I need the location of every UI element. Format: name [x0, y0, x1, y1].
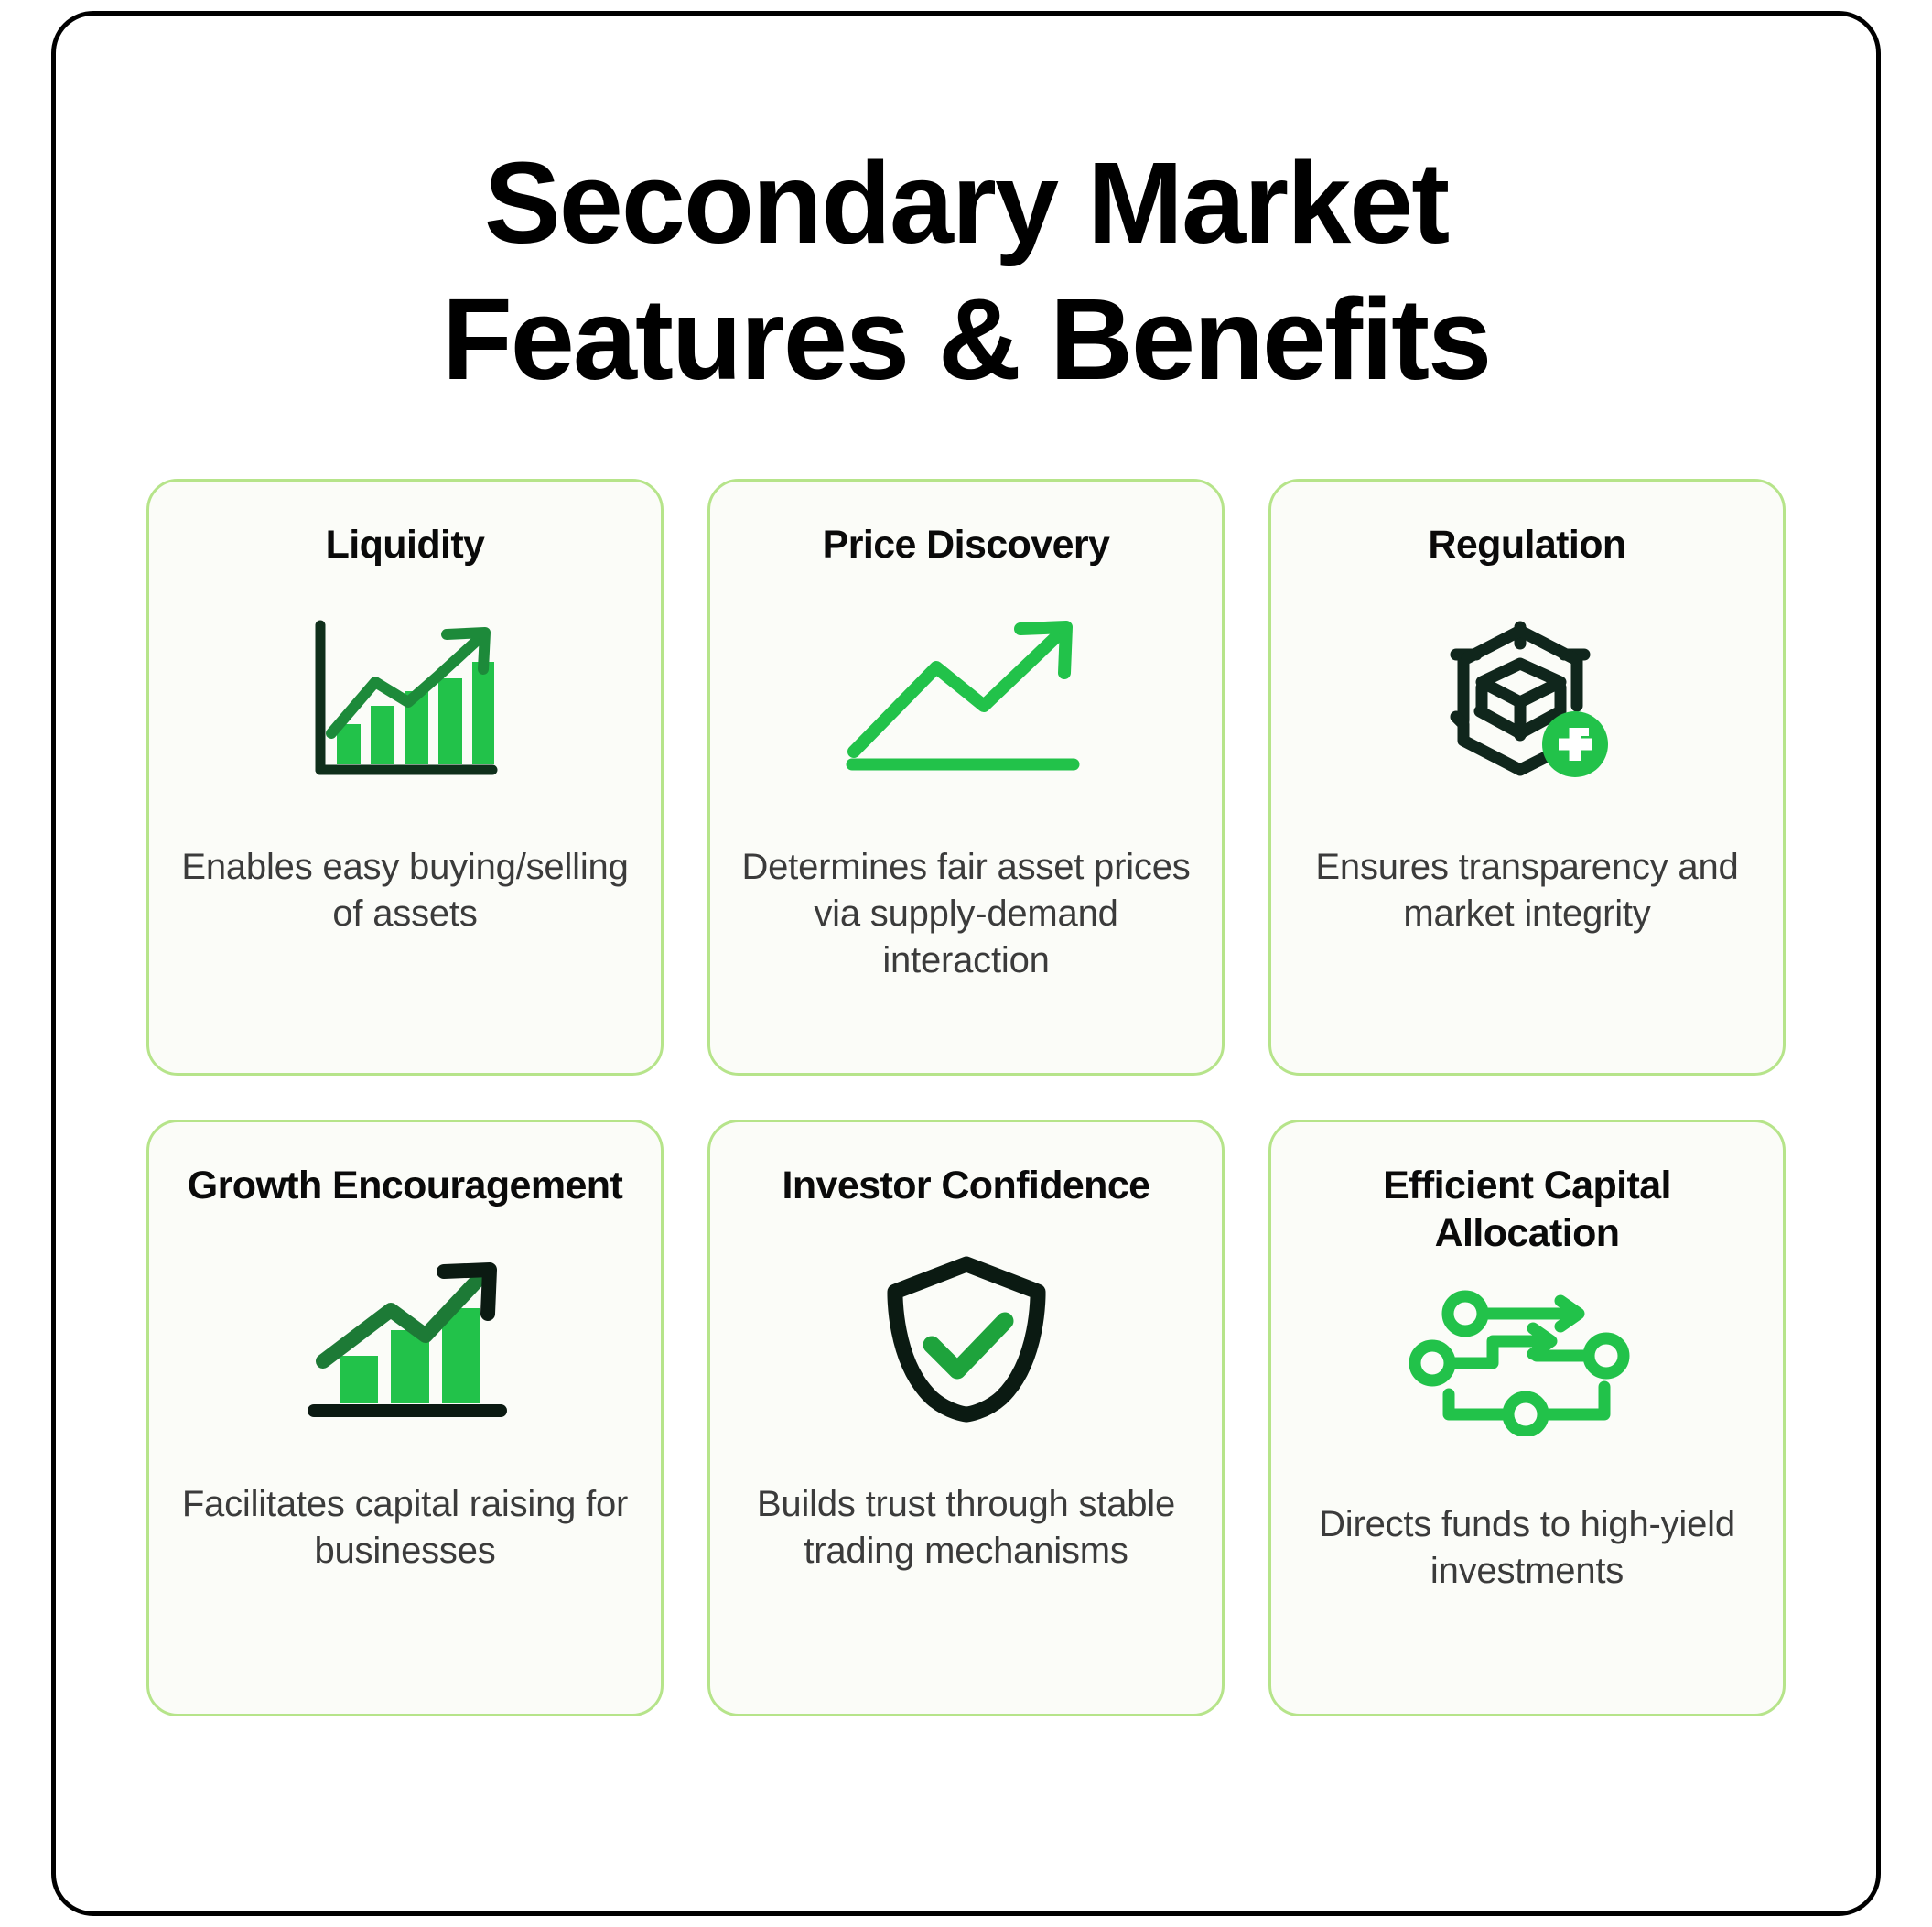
feature-card-grid: Liquidity — [146, 479, 1786, 1717]
card-title: Efficient Capital Allocation — [1383, 1164, 1671, 1255]
card-description: Directs funds to high-yield investments — [1319, 1503, 1735, 1591]
shield-hexagon-plus-icon — [1436, 612, 1619, 795]
bar-chart-arrow-up-icon — [296, 1247, 515, 1430]
card-title: Growth Encouragement — [187, 1164, 623, 1208]
shield-check-icon — [884, 1247, 1049, 1430]
feature-card-regulation[interactable]: Regulation — [1268, 479, 1786, 1077]
card-description: Builds trust through stable trading mech… — [756, 1483, 1176, 1572]
feature-card-price-discovery[interactable]: Price Discovery Determines fair asset pr… — [707, 479, 1225, 1077]
feature-card-liquidity[interactable]: Liquidity — [146, 479, 664, 1077]
card-title: Investor Confidence — [782, 1164, 1151, 1208]
card-description: Enables easy buying/selling of assets — [181, 846, 629, 935]
card-description: Ensures transparency and market integrit… — [1315, 846, 1739, 935]
feature-card-growth-encouragement[interactable]: Growth Encouragement F — [146, 1120, 664, 1717]
feature-card-investor-confidence[interactable]: Investor Confidence Builds trust through… — [707, 1120, 1225, 1717]
feature-card-efficient-capital-allocation[interactable]: Efficient Capital Allocation — [1268, 1120, 1786, 1717]
page-title-line-1: Secondary Market — [483, 138, 1450, 267]
card-description: Facilitates capital raising for business… — [181, 1483, 629, 1572]
card-title: Regulation — [1428, 523, 1626, 568]
trend-line-arrow-icon — [834, 612, 1099, 795]
card-description: Determines fair asset prices via supply-… — [741, 846, 1191, 981]
network-flow-nodes-icon — [1409, 1267, 1646, 1450]
card-title: Liquidity — [325, 523, 485, 568]
bar-chart-growth-icon — [300, 612, 511, 795]
page-title-line-2: Features & Benefits — [441, 274, 1492, 404]
card-title: Price Discovery — [822, 523, 1110, 568]
